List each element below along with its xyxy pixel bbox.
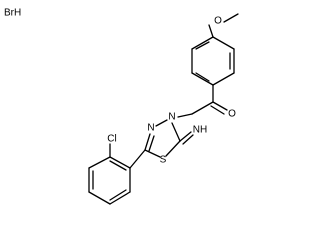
structure-canvas: BrH O O N N S NH Cl — [4, 8, 239, 205]
bond-ring2-a — [109, 156, 131, 169]
bond-ring2-inner-c — [109, 189, 127, 201]
bond-ring2-b — [88, 156, 111, 169]
bond-ring1-d — [191, 72, 214, 86]
bond-ch2-n — [177, 113, 193, 118]
bond-s-c2 — [144, 149, 161, 158]
atom-label-ring-s: S — [160, 155, 167, 166]
atom-label-methoxy-o: O — [214, 16, 222, 27]
bond-layer — [88, 13, 239, 205]
atom-label-ring-n-azo: N — [147, 123, 154, 134]
bond-imine-a — [179, 131, 192, 142]
bond-n4-c5 — [171, 122, 181, 142]
bond-imine-b — [182, 134, 194, 145]
bond-ring2-inner-a — [109, 160, 127, 171]
bond-ring2-d — [88, 191, 111, 205]
salt-label-hbr: BrH — [4, 8, 21, 19]
bond-o-aryl — [208, 24, 214, 38]
atom-label-chloro: Cl — [107, 134, 116, 145]
bond-c-o-a — [212, 101, 228, 111]
bond-methyl-o — [223, 13, 239, 23]
bond-c2-aryl — [129, 149, 146, 169]
bond-n3-n4 — [155, 119, 168, 127]
bond-ring1-inner-b — [195, 72, 210, 82]
atom-label-ketone-o: O — [228, 109, 236, 120]
bond-ring1-inner-c — [195, 41, 210, 50]
molecule-structure: BrH O O N N S NH Cl — [4, 8, 239, 205]
atom-label-imine: NH — [193, 125, 207, 136]
bond-c2-n3-a — [144, 133, 151, 151]
bond-c-o-b — [210, 105, 225, 115]
bond-ring2-e — [109, 191, 131, 205]
bond-ring1-f — [191, 36, 214, 50]
atom-label-ring-n-alkyl: N — [168, 112, 175, 123]
bond-carbonyl-ch2 — [191, 101, 214, 115]
atom-labels: BrH O O N N S NH Cl — [4, 8, 236, 166]
bond-c5-s — [165, 140, 181, 157]
bond-c2-n3-b — [148, 135, 155, 152]
bond-ring1-c — [212, 72, 235, 86]
bond-ring1-a — [212, 36, 235, 50]
